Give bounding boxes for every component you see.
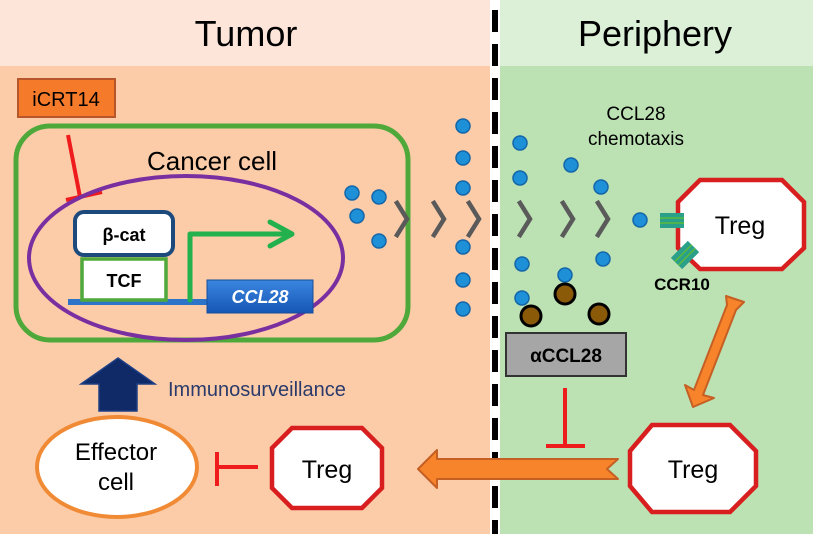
tumor-header-bg: [0, 0, 492, 66]
chemotaxis-chevrons: [393, 199, 611, 239]
migration-arrow-diagonal: [684, 295, 745, 408]
effector-cell-label-line2: cell: [98, 469, 134, 496]
chemokine-dot: [455, 239, 471, 255]
icrt14-label: iCRT14: [32, 89, 99, 111]
migration-arrow-horizontal: [417, 449, 619, 489]
tumor-title: Tumor: [195, 13, 298, 54]
treg-periphery-bottom-shape: [627, 422, 759, 515]
chemokine-dot: [512, 135, 528, 151]
chemokine-dot: [595, 251, 611, 267]
tcf-box: [80, 257, 168, 302]
chemokine-dot: [557, 267, 573, 283]
chemokine-dot: [593, 179, 609, 195]
chevron-icon: [594, 199, 611, 239]
chemokine-dot: [455, 301, 471, 317]
periphery-title: Periphery: [578, 13, 732, 54]
antibody-bead: [553, 282, 577, 306]
immunosurveillance-arrow: [78, 357, 158, 412]
anti-ccl28-inhibition-bar: [546, 388, 585, 448]
chemokine-dot: [514, 290, 530, 306]
chemotaxis-label-line1: CCL28: [606, 104, 665, 125]
chevron-icon: [430, 199, 447, 239]
chemokine-dot: [344, 185, 360, 201]
chemokine-dot: [514, 256, 530, 272]
treg-effector-inhibition-bar: [215, 452, 258, 486]
cancer-cell-label: Cancer cell: [147, 146, 277, 176]
chemokine-dot: [349, 208, 365, 224]
immunosurveillance-label: Immunosurveillance: [168, 379, 346, 401]
nucleus: [27, 174, 345, 342]
effector-cell-shape: [35, 415, 199, 519]
antibody-beads: [519, 282, 611, 328]
chemokine-dot: [455, 272, 471, 288]
antibody-bead: [519, 304, 543, 328]
chemokine-dot: [455, 118, 471, 134]
periphery-header-bg: [498, 0, 813, 66]
anti-ccl28-label: αCCL28: [530, 346, 602, 367]
chevron-icon: [393, 199, 410, 239]
tcf-label: TCF: [107, 271, 142, 291]
chemokine-dot: [371, 189, 387, 205]
chemokine-dot: [455, 150, 471, 166]
antibody-bead: [587, 302, 611, 326]
chevron-icon: [516, 199, 533, 239]
chevron-icon: [559, 199, 576, 239]
chemotaxis-label-line2: chemotaxis: [588, 129, 684, 150]
treg-tumor-shape: [269, 425, 385, 511]
treg-periphery-bottom-label: Treg: [668, 456, 718, 484]
chemokine-dot: [512, 170, 528, 186]
ccr10-label: CCR10: [654, 275, 710, 294]
treg-tumor-label: Treg: [302, 456, 352, 484]
chemokine-dot: [632, 212, 648, 228]
chemokine-dots: [344, 118, 648, 317]
ccr10-receptor-horizontal: [660, 213, 684, 228]
beta-catenin-label: β-cat: [103, 225, 146, 245]
beta-catenin-box: [73, 210, 175, 257]
treg-periphery-top-label: Treg: [715, 212, 765, 240]
transcription-arrow: [187, 219, 295, 303]
chemokine-dot: [563, 157, 579, 173]
ccr10-receptor-angled: [670, 240, 700, 270]
ccl28-gene-label: CCL28: [231, 287, 288, 307]
anti-ccl28-box: [505, 332, 627, 377]
icrt14-box: [17, 78, 116, 118]
chemokine-dot: [455, 180, 471, 196]
effector-cell-label-line1: Effector: [75, 439, 157, 466]
chemokine-dot: [371, 233, 387, 249]
chevron-icon: [465, 199, 482, 239]
ccl28-gene-box: [206, 279, 314, 314]
